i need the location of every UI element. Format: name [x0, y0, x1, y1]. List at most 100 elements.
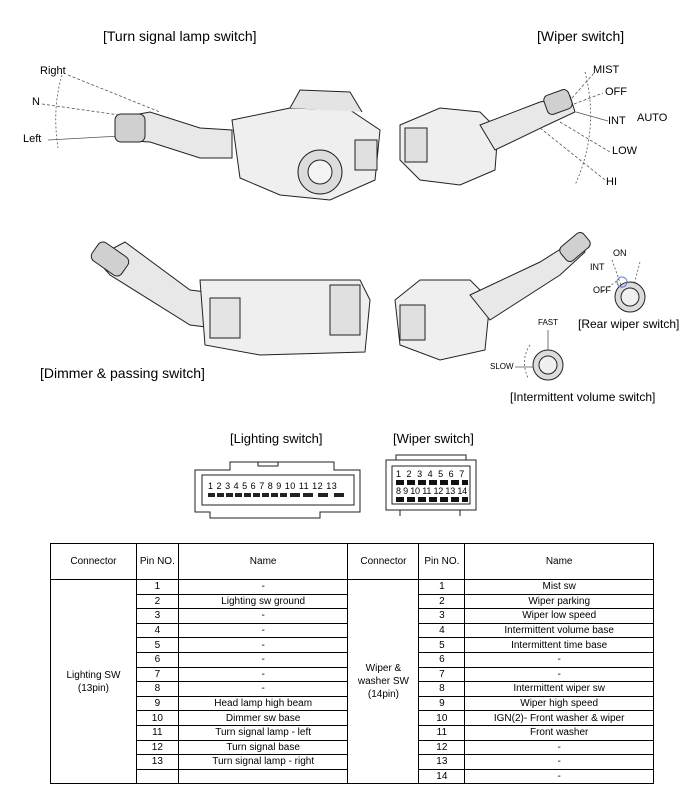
lighting-pin-cell: 2 — [135, 594, 179, 610]
rear-int-label: INT — [590, 262, 605, 272]
connector-line: Wiper & — [365, 663, 402, 675]
lighting-pin: 2 — [216, 481, 223, 491]
wiper-pin-numbers-top: 1 2 3 4 5 6 7 — [396, 469, 464, 479]
lighting-pin: 4 — [233, 481, 240, 491]
turn-signal-caption: [Turn signal lamp switch] — [103, 28, 257, 44]
wiper-name-cell: Front washer — [464, 725, 654, 741]
lighting-name-cell: - — [177, 637, 349, 653]
volume-slow-label: SLOW — [490, 362, 514, 371]
lighting-pin-cell: 12 — [135, 740, 179, 756]
wiper-pin: 8 — [396, 486, 401, 496]
wiper-name-cell: - — [464, 769, 654, 785]
rear-wiper-caption: [Rear wiper switch] — [578, 317, 680, 331]
wiper-low-label: LOW — [612, 145, 638, 157]
wiper-connector-outline — [385, 454, 477, 516]
wiper-pin-cell: 13 — [418, 754, 466, 770]
lighting-name-cell: - — [177, 667, 349, 683]
header-name: Name — [464, 543, 654, 580]
wiper-pin-cell: 14 — [418, 769, 466, 785]
wiper-switch-caption: [Wiper switch] — [537, 28, 625, 44]
wiper-pin: 5 — [438, 469, 444, 479]
lighting-name-cell: - — [177, 579, 349, 595]
turn-n-label: N — [32, 96, 40, 108]
lighting-pin: 10 — [284, 481, 296, 491]
wiper-name-cell: Intermittent volume base — [464, 623, 654, 639]
wiper-connector-caption: [Wiper switch] — [393, 431, 474, 446]
lighting-name-cell: - — [177, 652, 349, 668]
pin-table: Connector Pin NO. Name Connector Pin NO.… — [50, 543, 654, 785]
wiper-pin-cell: 10 — [418, 710, 466, 726]
lighting-pin-cell: 4 — [135, 623, 179, 639]
lighting-pin: 11 — [298, 481, 310, 491]
lighting-name-cell: - — [177, 608, 349, 624]
wiper-pin-cell: 3 — [418, 608, 466, 624]
lighting-pin: 12 — [312, 481, 324, 491]
dimmer-switch-body — [90, 241, 371, 356]
header-pin: Pin NO. — [418, 543, 466, 580]
header-name: Name — [177, 543, 349, 580]
switch-illustrations — [41, 71, 646, 519]
lighting-name-cell — [177, 769, 349, 785]
wiper-pin-numbers-bottom: 8 9 10 11 12 13 14 — [396, 486, 467, 496]
wiper-name-cell: - — [464, 754, 654, 770]
lighting-pin-cell: 10 — [135, 710, 179, 726]
wiper-guides — [539, 71, 611, 186]
wiper-pin: 6 — [448, 469, 454, 479]
wiper-switch-body — [399, 89, 576, 186]
wiper-name-cell: Wiper parking — [464, 594, 654, 610]
lighting-name-cell: Dimmer sw base — [177, 710, 349, 726]
wiper-pin-cell: 2 — [418, 594, 466, 610]
wiper-pin: 1 — [396, 469, 402, 479]
dimmer-caption: [Dimmer & passing switch] — [40, 365, 205, 381]
lighting-pin-cell: 5 — [135, 637, 179, 653]
wiper-pin: 10 — [410, 486, 420, 496]
lighting-pin-cell: 6 — [135, 652, 179, 668]
lighting-pin-cell: 7 — [135, 667, 179, 683]
wiper-name-cell: - — [464, 667, 654, 683]
turn-right-label: Right — [40, 65, 66, 77]
wiper-pin: 13 — [445, 486, 456, 496]
wiper-pin-cell: 1 — [418, 579, 466, 595]
lighting-name-cell: Lighting sw ground — [177, 594, 349, 610]
connector-line: (14pin) — [367, 689, 399, 701]
rear-wiper-knob — [601, 259, 646, 313]
lighting-connector-outline — [194, 461, 361, 519]
lighting-pin: 9 — [276, 481, 282, 491]
wiper-pin: 12 — [433, 486, 444, 496]
lighting-pin: 7 — [259, 481, 265, 491]
volume-fast-label: FAST — [538, 318, 559, 327]
lighting-name-cell: Turn signal lamp - right — [177, 754, 349, 770]
header-connector: Connector — [347, 543, 420, 580]
wiper-pin-cell: 6 — [418, 652, 466, 668]
wiper-name-cell: - — [464, 740, 654, 756]
lighting-pin-numbers: 1 2 3 4 5 6 7 8 9 10 11 12 13 — [208, 481, 337, 491]
lighting-pin-cell: 1 — [135, 579, 179, 595]
lighting-connector-caption: [Lighting switch] — [230, 431, 323, 446]
lighting-pin: 1 — [208, 481, 214, 491]
wiper-pin: 2 — [406, 469, 412, 479]
wiper-pin-cell: 8 — [418, 681, 466, 697]
wiper-pin: 7 — [459, 469, 465, 479]
header-pin: Pin NO. — [135, 543, 179, 580]
header-connector: Connector — [50, 543, 137, 580]
wiper-hi-label: HI — [606, 176, 617, 188]
turn-signal-switch-body — [114, 89, 381, 201]
lighting-pin-cell: 11 — [135, 725, 179, 741]
lighting-pin: 5 — [242, 481, 248, 491]
wiper-name-cell: Intermittent wiper sw — [464, 681, 654, 697]
table-row: Lighting SW(13pin)1-Wiper &washer SW(14p… — [50, 579, 654, 785]
wiper-pin: 3 — [417, 469, 423, 479]
table-row: 6-6- — [51, 652, 654, 668]
wiper-pin: 9 — [403, 486, 408, 496]
table-row: 7-7- — [51, 667, 654, 683]
wiper-pin: 14 — [457, 486, 467, 496]
wiper-pin-cell: 5 — [418, 637, 466, 653]
